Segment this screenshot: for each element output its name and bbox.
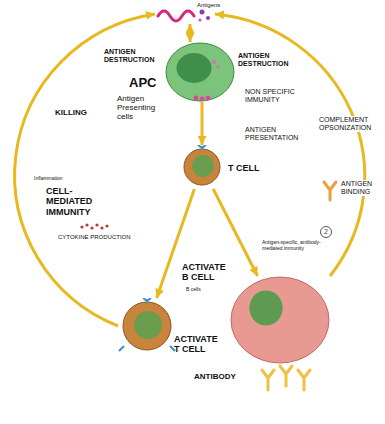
shape-part bbox=[200, 10, 205, 15]
shape-part bbox=[119, 346, 175, 351]
annotation-label: ANTIGEN PRESENTATION bbox=[245, 126, 309, 142]
shape-part bbox=[134, 311, 162, 339]
shape-part bbox=[158, 11, 194, 21]
shape-part bbox=[194, 96, 199, 101]
cell-node: ACTIVATE T CELL bbox=[118, 298, 176, 354]
shape-part bbox=[123, 302, 171, 350]
shape-part bbox=[206, 96, 211, 101]
shape-part bbox=[212, 60, 216, 64]
pathway-arrow bbox=[189, 24, 192, 42]
cell-node: APCAntigen Presenting cells bbox=[165, 42, 235, 102]
cytokine-dot bbox=[80, 225, 83, 228]
annotation-label: NON SPECIFIC IMMUNITY bbox=[245, 88, 307, 104]
cytokine-dot bbox=[95, 223, 98, 226]
cell-label: APC bbox=[129, 76, 156, 91]
cell-node: Antigens bbox=[155, 4, 215, 24]
cell-picture bbox=[180, 145, 224, 189]
cell-label: ACTIVATE T CELL bbox=[174, 334, 224, 355]
pathway-arrow bbox=[215, 14, 365, 276]
annotation-label: KILLING bbox=[55, 108, 87, 117]
annotation-label: Antigen-specific, antibody-mediated immu… bbox=[262, 240, 324, 252]
cell-picture bbox=[118, 298, 176, 354]
cytokine-dot bbox=[85, 223, 88, 226]
shape-part bbox=[262, 366, 310, 390]
shape-part bbox=[216, 65, 219, 68]
cell-picture bbox=[258, 362, 313, 392]
annotation-label: ANTIGEN DESTRUCTION bbox=[104, 48, 160, 64]
shape-part bbox=[166, 43, 234, 101]
shape-part bbox=[198, 145, 206, 150]
cell-sublabel: Antigen Presenting cells bbox=[117, 94, 163, 122]
pathway-arrow bbox=[201, 102, 204, 145]
cell-label: ACTIVATE B CELL bbox=[182, 262, 232, 283]
shape-part bbox=[206, 16, 210, 20]
shape-part bbox=[143, 298, 151, 303]
shape-part bbox=[262, 370, 274, 390]
cytokine-dots bbox=[80, 223, 108, 229]
annotation-label: ANTIGEN DESTRUCTION bbox=[238, 52, 294, 68]
cytokine-dot bbox=[105, 224, 108, 227]
cell-node: ACTIVATE B CELL bbox=[230, 276, 330, 364]
shape-part bbox=[192, 155, 214, 177]
cytokine-dot bbox=[90, 226, 93, 229]
shape-part bbox=[200, 97, 205, 102]
shape-part bbox=[177, 53, 212, 83]
annotation-label: COMPLEMENT OPSONIZATION bbox=[318, 116, 384, 132]
annotation-label: Inflammation bbox=[34, 176, 63, 182]
cell-node: ANTIBODY bbox=[258, 362, 313, 392]
shape-part bbox=[280, 366, 292, 386]
cell-node: T CELL bbox=[180, 145, 224, 189]
shape-part bbox=[249, 290, 282, 325]
shape-part bbox=[298, 370, 310, 390]
callout-number: 2 bbox=[320, 226, 332, 238]
annotation-label: B cells bbox=[186, 287, 201, 293]
annotation-label: CELL-MEDIATED IMMUNITY bbox=[46, 186, 104, 217]
cell-label: T CELL bbox=[228, 163, 260, 173]
antibody-shape bbox=[324, 182, 336, 200]
cell-label: ANTIBODY bbox=[194, 372, 236, 381]
cell-picture bbox=[165, 42, 235, 102]
annotation-label: CYTOKINE PRODUCTION bbox=[58, 234, 131, 241]
antigen-binding-symbol bbox=[324, 182, 336, 200]
shape-part bbox=[231, 277, 329, 363]
annotation-label: ANTIGEN BINDING bbox=[340, 180, 384, 196]
shape-part bbox=[198, 18, 201, 21]
cytokine-dot bbox=[100, 226, 103, 229]
cell-picture bbox=[230, 276, 330, 364]
shape-part bbox=[184, 149, 220, 185]
cell-label: Antigens bbox=[197, 2, 220, 9]
